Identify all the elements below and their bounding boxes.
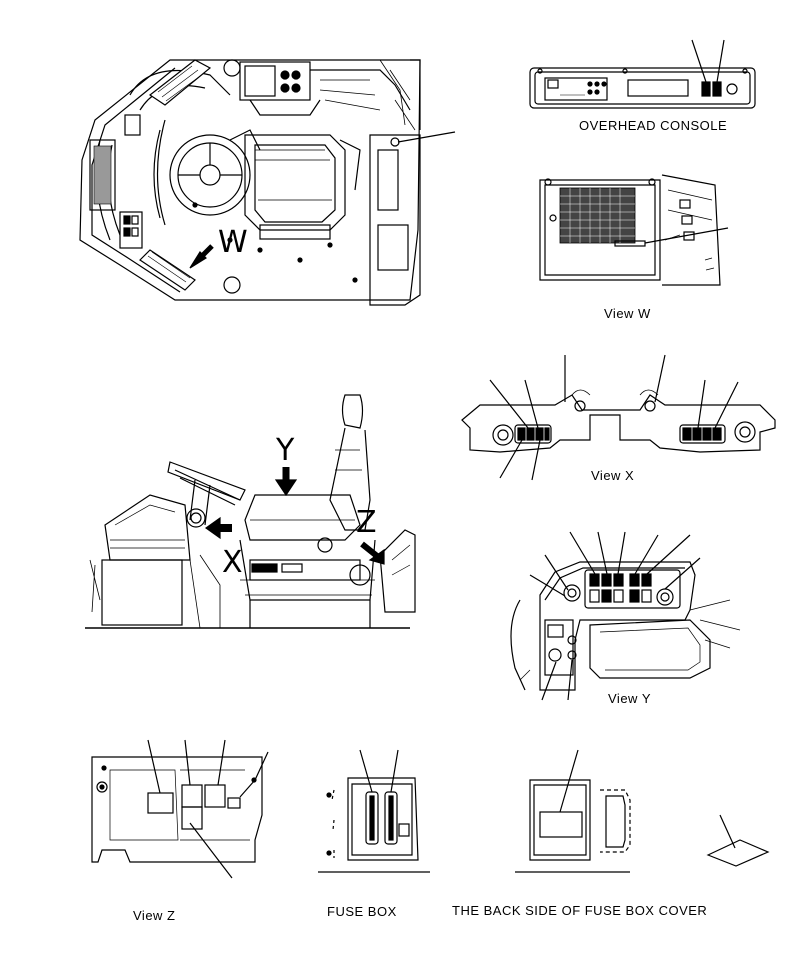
caption-fuse-box: FUSE BOX bbox=[327, 904, 397, 919]
caption-view-z: View Z bbox=[133, 908, 176, 923]
caption-view-x: View X bbox=[591, 468, 635, 483]
view-y-panel bbox=[510, 531, 741, 701]
view-w-panel bbox=[539, 174, 729, 286]
view-marker-w: W bbox=[218, 225, 248, 260]
overhead-console bbox=[529, 39, 756, 109]
cab-top-view bbox=[79, 59, 456, 306]
caption-fuse-box-cover: THE BACK SIDE OF FUSE BOX COVER bbox=[452, 903, 708, 918]
fuse-box bbox=[318, 749, 430, 873]
view-marker-x: X bbox=[222, 545, 243, 580]
caption-overhead-console: OVERHEAD CONSOLE bbox=[579, 118, 728, 133]
caption-view-w: View W bbox=[604, 306, 651, 321]
caption-view-y: View Y bbox=[608, 691, 651, 706]
view-z-panel bbox=[91, 739, 269, 879]
fuse-box-cover bbox=[515, 749, 631, 873]
view-x-panel bbox=[461, 354, 776, 481]
view-marker-z: Z bbox=[356, 505, 377, 540]
machine-side-view bbox=[85, 394, 416, 629]
label-plate bbox=[706, 814, 770, 867]
view-marker-y: Y bbox=[276, 433, 295, 468]
